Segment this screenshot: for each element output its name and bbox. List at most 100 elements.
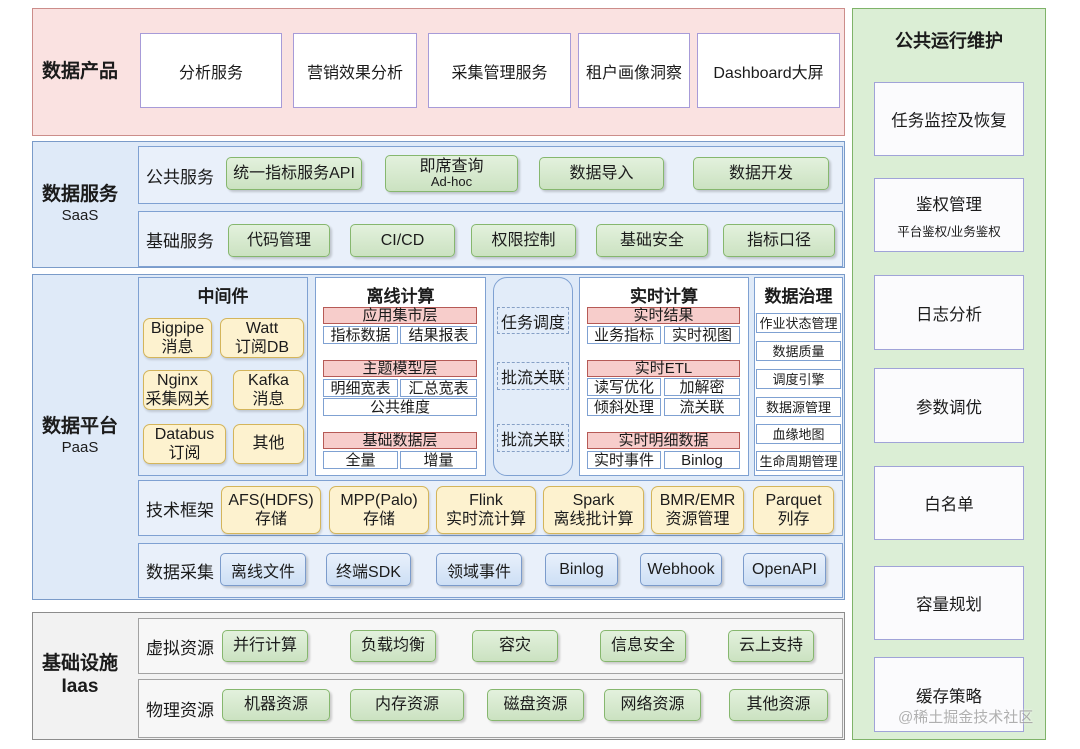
data-services-subtitle: SaaS	[61, 206, 99, 224]
framework-spark-desc: 离线批计算	[553, 511, 634, 528]
framework-spark: Spark 离线批计算	[543, 486, 644, 534]
ops-cache-strategy: 缓存策略	[874, 657, 1024, 732]
realtime-business-metric: 业务指标	[587, 326, 661, 344]
data-services-heading: 数据服务 SaaS	[32, 141, 128, 268]
offline-metric-data: 指标数据	[323, 326, 398, 344]
ops-authorization-desc: 平台鉴权/业务鉴权	[897, 224, 1001, 239]
framework-parquet: Parquet 列存	[753, 486, 834, 534]
ops-capacity-planning: 容量规划	[874, 566, 1024, 640]
physical-network: 网络资源	[604, 689, 701, 721]
framework-parquet-name: Parquet	[765, 491, 822, 509]
framework-flink: Flink 实时流计算	[436, 486, 536, 534]
offline-summary-wide-table: 汇总宽表	[400, 379, 477, 397]
middleware-watt-desc: 订阅DB	[234, 339, 290, 356]
middleware-other: 其他	[233, 424, 304, 464]
middleware-title: 中间件	[197, 286, 249, 306]
data-platform-subtitle: PaaS	[61, 439, 99, 457]
governance-lifecycle-management: 生命周期管理	[756, 451, 841, 471]
ops-task-monitoring: 任务监控及恢复	[874, 82, 1024, 156]
scheduler-task-scheduling: 任务调度	[497, 307, 569, 334]
realtime-result-layer: 实时结果	[587, 307, 740, 324]
product-marketing-analysis: 营销效果分析	[293, 33, 417, 108]
governance-data-quality: 数据质量	[756, 341, 841, 361]
framework-mpp-desc: 存储	[362, 511, 395, 528]
ops-authorization: 鉴权管理 平台鉴权/业务鉴权	[874, 178, 1024, 252]
framework-mpp: MPP(Palo) 存储	[329, 486, 429, 534]
ops-log-analysis: 日志分析	[874, 275, 1024, 350]
ops-authorization-name: 鉴权管理	[916, 195, 982, 214]
virtual-cloud-support: 云上支持	[728, 630, 814, 662]
basic-security: 基础安全	[596, 224, 708, 257]
realtime-etl-layer: 实时ETL	[587, 360, 740, 377]
product-analysis-service: 分析服务	[140, 33, 282, 108]
physical-other: 其他资源	[729, 689, 828, 721]
offline-result-report: 结果报表	[400, 326, 477, 344]
offline-app-mart-layer: 应用集市层	[323, 307, 477, 324]
middleware-watt: Watt 订阅DB	[220, 318, 304, 358]
offline-topic-model-layer: 主题模型层	[323, 360, 477, 377]
middleware-bigpipe-name: Bigpipe	[150, 319, 205, 337]
product-tenant-profile: 租户画像洞察	[578, 33, 690, 108]
realtime-view: 实时视图	[664, 326, 740, 344]
ops-whitelist: 白名单	[874, 466, 1024, 540]
framework-flink-name: Flink	[469, 491, 503, 509]
data-platform-title: 数据平台	[41, 416, 118, 438]
offline-common-dimension: 公共维度	[323, 398, 477, 416]
collection-offline-files: 离线文件	[220, 553, 306, 586]
framework-flink-desc: 实时流计算	[445, 511, 526, 528]
collection-openapi: OpenAPI	[743, 553, 826, 586]
collection-domain-events: 领域事件	[436, 553, 522, 586]
framework-afs-name: AFS(HDFS)	[228, 491, 314, 509]
permission-control: 权限控制	[471, 224, 576, 257]
infrastructure-title: 基础设施	[41, 653, 118, 675]
watermark: @稀土掘金技术社区	[898, 709, 1034, 726]
data-products-title: 数据产品	[41, 60, 118, 82]
virtual-parallel-computing: 并行计算	[222, 630, 308, 662]
ops-title: 公共运行维护	[895, 31, 1003, 51]
realtime-compute-title: 实时计算	[630, 286, 698, 306]
physical-disk: 磁盘资源	[487, 689, 584, 721]
middleware-nginx: Nginx 采集网关	[143, 370, 212, 410]
collection-webhook: Webhook	[640, 553, 722, 586]
ci-cd: CI/CD	[350, 224, 455, 257]
middleware-nginx-desc: 采集网关	[145, 391, 210, 408]
product-dashboard: Dashboard大屏	[697, 33, 840, 108]
basic-services-label: 基础服务	[146, 231, 214, 251]
middleware-databus-name: Databus	[154, 425, 215, 443]
realtime-rw-optimize: 读写优化	[587, 378, 661, 396]
realtime-stream-join: 流关联	[664, 398, 740, 416]
data-services-title: 数据服务	[41, 183, 118, 205]
realtime-encryption: 加解密	[664, 378, 740, 396]
scheduler-batch-stream-join-1: 批流关联	[497, 362, 569, 390]
middleware-watt-name: Watt	[245, 319, 279, 337]
public-services-label: 公共服务	[146, 167, 214, 187]
scheduler-box	[493, 277, 573, 476]
middleware-bigpipe: Bigpipe 消息	[143, 318, 212, 358]
governance-title: 数据治理	[764, 286, 833, 306]
realtime-detail-layer: 实时明细数据	[587, 432, 740, 449]
framework-parquet-desc: 列存	[777, 511, 810, 528]
framework-mpp-name: MPP(Palo)	[340, 491, 418, 509]
metric-definition: 指标口径	[723, 224, 835, 257]
data-platform-heading: 数据平台 PaaS	[32, 274, 128, 600]
collection-binlog: Binlog	[545, 553, 618, 586]
virtual-disaster-recovery: 容灾	[472, 630, 558, 662]
offline-compute-title: 离线计算	[366, 286, 435, 306]
adhoc-query-label: 即席查询	[419, 157, 484, 175]
middleware-bigpipe-desc: 消息	[161, 339, 194, 356]
framework-afs-desc: 存储	[254, 511, 287, 528]
offline-incremental: 增量	[400, 451, 477, 469]
middleware-nginx-name: Nginx	[157, 371, 198, 389]
physical-memory: 内存资源	[350, 689, 464, 721]
framework-afs: AFS(HDFS) 存储	[221, 486, 321, 534]
governance-datasource-management: 数据源管理	[756, 397, 841, 417]
infrastructure-subtitle: Iaas	[61, 676, 99, 697]
governance-job-status: 作业状态管理	[756, 313, 841, 333]
framework-bmr-emr-name: BMR/EMR	[659, 491, 736, 509]
governance-scheduling-engine: 调度引擎	[756, 369, 841, 389]
framework-bmr-emr: BMR/EMR 资源管理	[651, 486, 744, 534]
offline-full: 全量	[323, 451, 398, 469]
ops-parameter-tuning: 参数调优	[874, 368, 1024, 443]
middleware-kafka-name: Kafka	[248, 371, 289, 389]
middleware-kafka-desc: 消息	[252, 391, 285, 408]
